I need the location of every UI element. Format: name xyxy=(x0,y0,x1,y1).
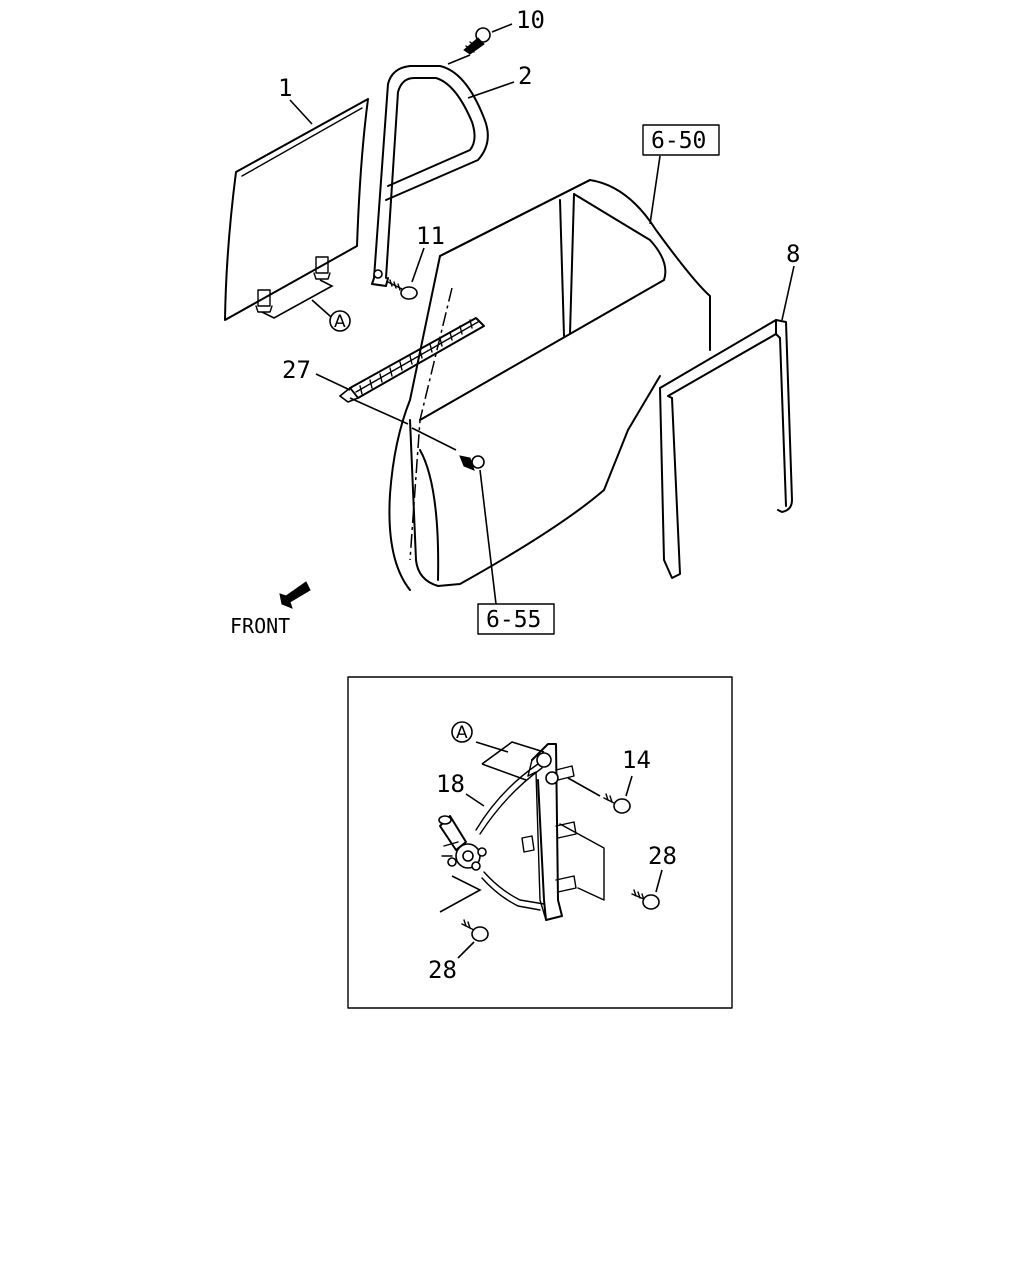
leader-8 xyxy=(781,265,795,321)
weatherstrip-27 xyxy=(315,317,485,425)
leader-11 xyxy=(411,247,425,283)
callout-a-detail: A xyxy=(456,723,468,743)
bolt-28-right xyxy=(631,869,663,910)
leader-2 xyxy=(467,81,515,99)
weatherstrip-8 xyxy=(659,319,793,579)
label-18: 18 xyxy=(436,770,465,798)
bolt-14 xyxy=(567,775,633,814)
label-28-right: 28 xyxy=(648,842,677,870)
callout-a-top-circle xyxy=(329,310,351,332)
clip-6-55 xyxy=(411,427,497,605)
ref-6-55: 6-55 xyxy=(486,607,541,633)
bolt-28-bottom xyxy=(457,919,489,959)
label-11: 11 xyxy=(416,222,445,250)
bolt-11 xyxy=(387,279,418,300)
label-8: 8 xyxy=(786,240,800,268)
callout-a-detail-circle xyxy=(451,721,473,743)
callout-a-top: A xyxy=(334,312,346,332)
window-regulator xyxy=(438,741,605,921)
label-14: 14 xyxy=(622,746,651,774)
label-28-bottom: 28 xyxy=(428,956,457,984)
label-27: 27 xyxy=(282,356,311,384)
label-1: 1 xyxy=(278,74,292,102)
label-10: 10 xyxy=(516,6,545,34)
ref-box-6-55 xyxy=(477,603,555,635)
quarter-channel xyxy=(371,65,489,287)
ref-6-50: 6-50 xyxy=(651,128,706,154)
door-glass xyxy=(224,98,369,321)
leader-1 xyxy=(289,99,313,125)
leader-6-50 xyxy=(649,155,661,225)
leader-18 xyxy=(465,793,485,807)
label-2: 2 xyxy=(518,62,532,90)
clip-10 xyxy=(447,27,491,65)
front-label: FRONT xyxy=(230,614,290,638)
front-arrow-icon xyxy=(279,581,311,609)
ref-box-6-50 xyxy=(642,124,720,156)
leader-10 xyxy=(491,23,513,33)
door-outline xyxy=(388,179,711,591)
detail-frame xyxy=(347,676,733,1009)
